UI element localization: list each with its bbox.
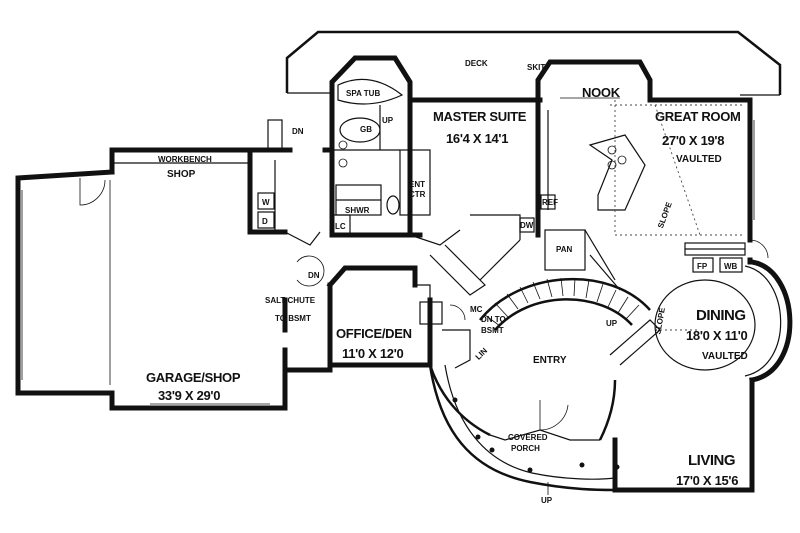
- dryer-label: D: [262, 217, 268, 226]
- up-porch-label: UP: [541, 496, 553, 505]
- pantry-label: PAN: [556, 245, 573, 254]
- deck-outline: [285, 30, 782, 96]
- nook-label: NOOK: [582, 85, 621, 100]
- slope-dining-label: SLOPE: [653, 306, 667, 335]
- salt-chute-label-1: SALT CHUTE: [265, 296, 316, 305]
- up-master-label: UP: [382, 116, 394, 125]
- up-stair-label: UP: [606, 319, 618, 328]
- workbench-label: WORKBENCH: [158, 155, 212, 164]
- slope-great-label: SLOPE: [656, 200, 674, 229]
- fp-label: FP: [697, 262, 708, 271]
- shop-label: SHOP: [167, 169, 196, 180]
- master-suite-label: MASTER SUITE: [433, 109, 527, 124]
- great-room-label: GREAT ROOM: [655, 109, 741, 124]
- garage-label: GARAGE/SHOP: [146, 370, 241, 385]
- salt-chute-label-2: TO BSMT: [275, 314, 311, 323]
- wb-label: WB: [724, 262, 738, 271]
- dn-laundry-label: DN: [308, 271, 320, 280]
- living-label: LIVING: [688, 452, 735, 469]
- ent-ctr-label-1: ENT: [409, 180, 425, 189]
- gb-label: GB: [360, 125, 372, 134]
- ref-label: REF: [542, 198, 558, 207]
- washer-label: W: [262, 198, 270, 207]
- covered-porch-label-1: COVERED: [508, 433, 548, 442]
- lin-label: LIN: [474, 346, 490, 362]
- office-size: 11'0 X 12'0: [342, 346, 404, 361]
- skit-label: SKIT: [527, 63, 545, 72]
- interior-details: [21, 78, 769, 495]
- lc-label: LC: [335, 222, 346, 231]
- dn-top-label: DN: [292, 127, 304, 136]
- master-suite-size: 16'4 X 14'1: [446, 131, 508, 146]
- great-room-size: 27'0 X 19'8: [662, 133, 724, 148]
- room-labels: DECK SKIT NOOK GREAT ROOM 27'0 X 19'8 VA…: [146, 59, 748, 505]
- dn-bsmt-label-1: DN TO: [481, 315, 506, 324]
- spa-tub-label: SPA TUB: [346, 89, 380, 98]
- great-room-note: VAULTED: [676, 154, 722, 165]
- office-label: OFFICE/DEN: [336, 326, 412, 341]
- garage-size: 33'9 X 29'0: [158, 388, 220, 403]
- mc-label: MC: [470, 305, 483, 314]
- dining-size: 18'0 X 11'0: [686, 328, 748, 343]
- living-size: 17'0 X 15'6: [676, 473, 738, 488]
- deck-label: DECK: [465, 59, 488, 68]
- covered-porch-label-2: PORCH: [511, 444, 540, 453]
- ent-ctr-label-2: CTR: [409, 190, 426, 199]
- shwr-label: SHWR: [345, 206, 370, 215]
- entry-label: ENTRY: [533, 355, 567, 366]
- dw-label: DW: [520, 221, 534, 230]
- dining-label: DINING: [696, 307, 746, 324]
- dining-note: VAULTED: [702, 351, 748, 362]
- dn-bsmt-label-2: BSMT: [481, 326, 504, 335]
